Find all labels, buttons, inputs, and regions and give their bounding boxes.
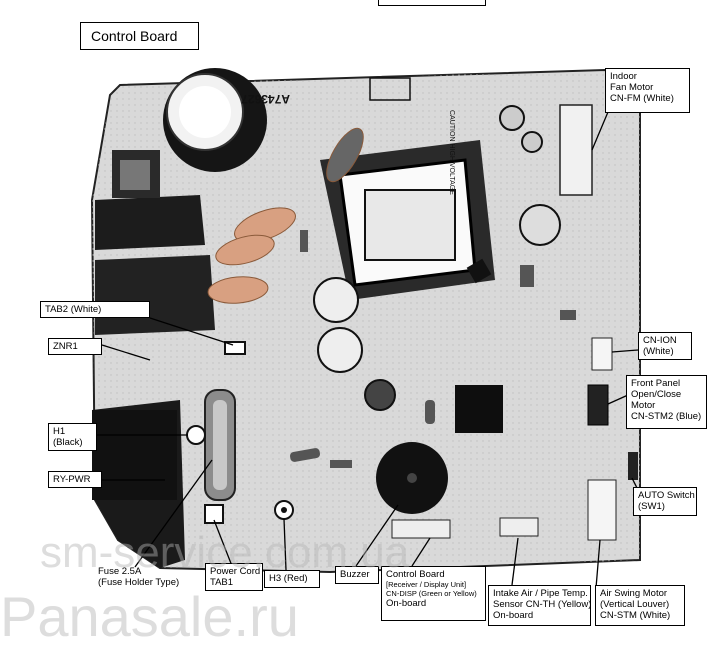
label-line: CN-FM (White) [610, 93, 674, 104]
board-warning-text: CAUTION HIGH VOLTAGE [448, 110, 455, 195]
label-line: CN-ION [643, 335, 677, 346]
connector-cn-fm [559, 104, 593, 196]
label-line: Motor [631, 400, 656, 411]
label-indoor-fan-motor: Indoor Fan Motor CN-FM (White) [605, 68, 690, 113]
film-capacitors [207, 127, 364, 304]
label-fuse: Fuse 2.5A (Fuse Holder Type) [94, 564, 186, 592]
board-part-number: A743627 [241, 92, 290, 106]
label-line: Control Board [386, 569, 445, 580]
diagram-title: Control Board [80, 22, 199, 50]
label-h1: H1 (Black) [48, 423, 97, 451]
transformer [320, 140, 495, 300]
label-line: TAB2 (White) [45, 304, 102, 315]
terminal-tab1 [204, 504, 224, 524]
label-line: (Fuse Holder Type) [98, 577, 180, 588]
label-line: On-board [386, 598, 427, 609]
label-tab2: TAB2 (White) [40, 301, 150, 318]
label-auto-switch: AUTO Switch (SW1) [633, 487, 697, 516]
relay-rypwr [92, 410, 177, 500]
capacitor [499, 105, 525, 131]
board-shadow-2 [95, 255, 215, 335]
connector-cn-stm [587, 479, 617, 541]
label-intake-air-sensor: Intake Air / Pipe Temp. Sensor CN-TH (Ye… [488, 585, 591, 626]
capacitor [317, 327, 363, 373]
connector-cn-stm2 [587, 384, 609, 426]
top-cropped-box [378, 0, 486, 6]
label-line: CN-STM2 (Blue) [631, 411, 702, 422]
label-line: TAB1 [210, 577, 234, 588]
label-line: Front Panel [631, 378, 681, 389]
label-line: AUTO Switch [638, 490, 695, 501]
label-line: RY-PWR [53, 474, 91, 485]
terminal-tab2 [224, 341, 246, 355]
label-line: CN-DISP (Green or Yellow) [386, 589, 477, 598]
label-buzzer: Buzzer [335, 566, 379, 584]
label-znr1: ZNR1 [48, 338, 102, 355]
label-line: Sensor CN-TH (Yellow) [493, 599, 592, 610]
label-line: On-board [493, 610, 534, 621]
capacitor [313, 277, 359, 323]
label-line: ZNR1 [53, 341, 78, 352]
label-line: Air Swing Motor [600, 588, 668, 599]
label-power-cord: Power Cord TAB1 [205, 563, 263, 591]
label-front-panel-motor: Front Panel Open/Close Motor CN-STM2 (Bl… [626, 375, 707, 429]
auto-switch-body [628, 452, 638, 480]
label-line: Open/Close [631, 389, 682, 400]
connector-cn-th [499, 517, 539, 537]
capacitor [364, 379, 396, 411]
label-line: (Vertical Louver) [600, 599, 670, 610]
leader-lines [97, 111, 641, 589]
label-line: Buzzer [340, 569, 370, 580]
label-cn-ion: CN-ION (White) [638, 332, 692, 360]
ic-small [466, 258, 492, 284]
label-line: (SW1) [638, 501, 665, 512]
label-line: (White) [643, 346, 674, 357]
label-line: Intake Air / Pipe Temp. [493, 588, 588, 599]
label-air-swing-motor: Air Swing Motor (Vertical Louver) CN-STM… [595, 585, 685, 626]
board-shadow-3 [95, 195, 205, 250]
label-control-board-display: Control Board [Receiver / Display Unit] … [381, 566, 486, 621]
capacitor [519, 204, 561, 246]
label-line: [Receiver / Display Unit] [386, 580, 467, 589]
terminal-h1 [186, 425, 206, 445]
connector-cn-ion [591, 337, 613, 371]
connector-cn-disp [391, 519, 451, 539]
label-line: H3 (Red) [269, 573, 308, 584]
label-line: CN-STM (White) [600, 610, 671, 621]
capacitor [521, 131, 543, 153]
label-line: Power Cord [210, 566, 261, 577]
label-line: Fan Motor [610, 82, 654, 93]
label-ry-pwr: RY-PWR [48, 471, 102, 488]
label-line: (Black) [53, 437, 83, 448]
label-line: Indoor [610, 71, 637, 82]
label-line: H1 [53, 426, 66, 437]
label-line: Fuse 2.5A [98, 566, 142, 577]
microcontroller-ic [455, 385, 503, 433]
label-h3: H3 (Red) [264, 570, 320, 588]
